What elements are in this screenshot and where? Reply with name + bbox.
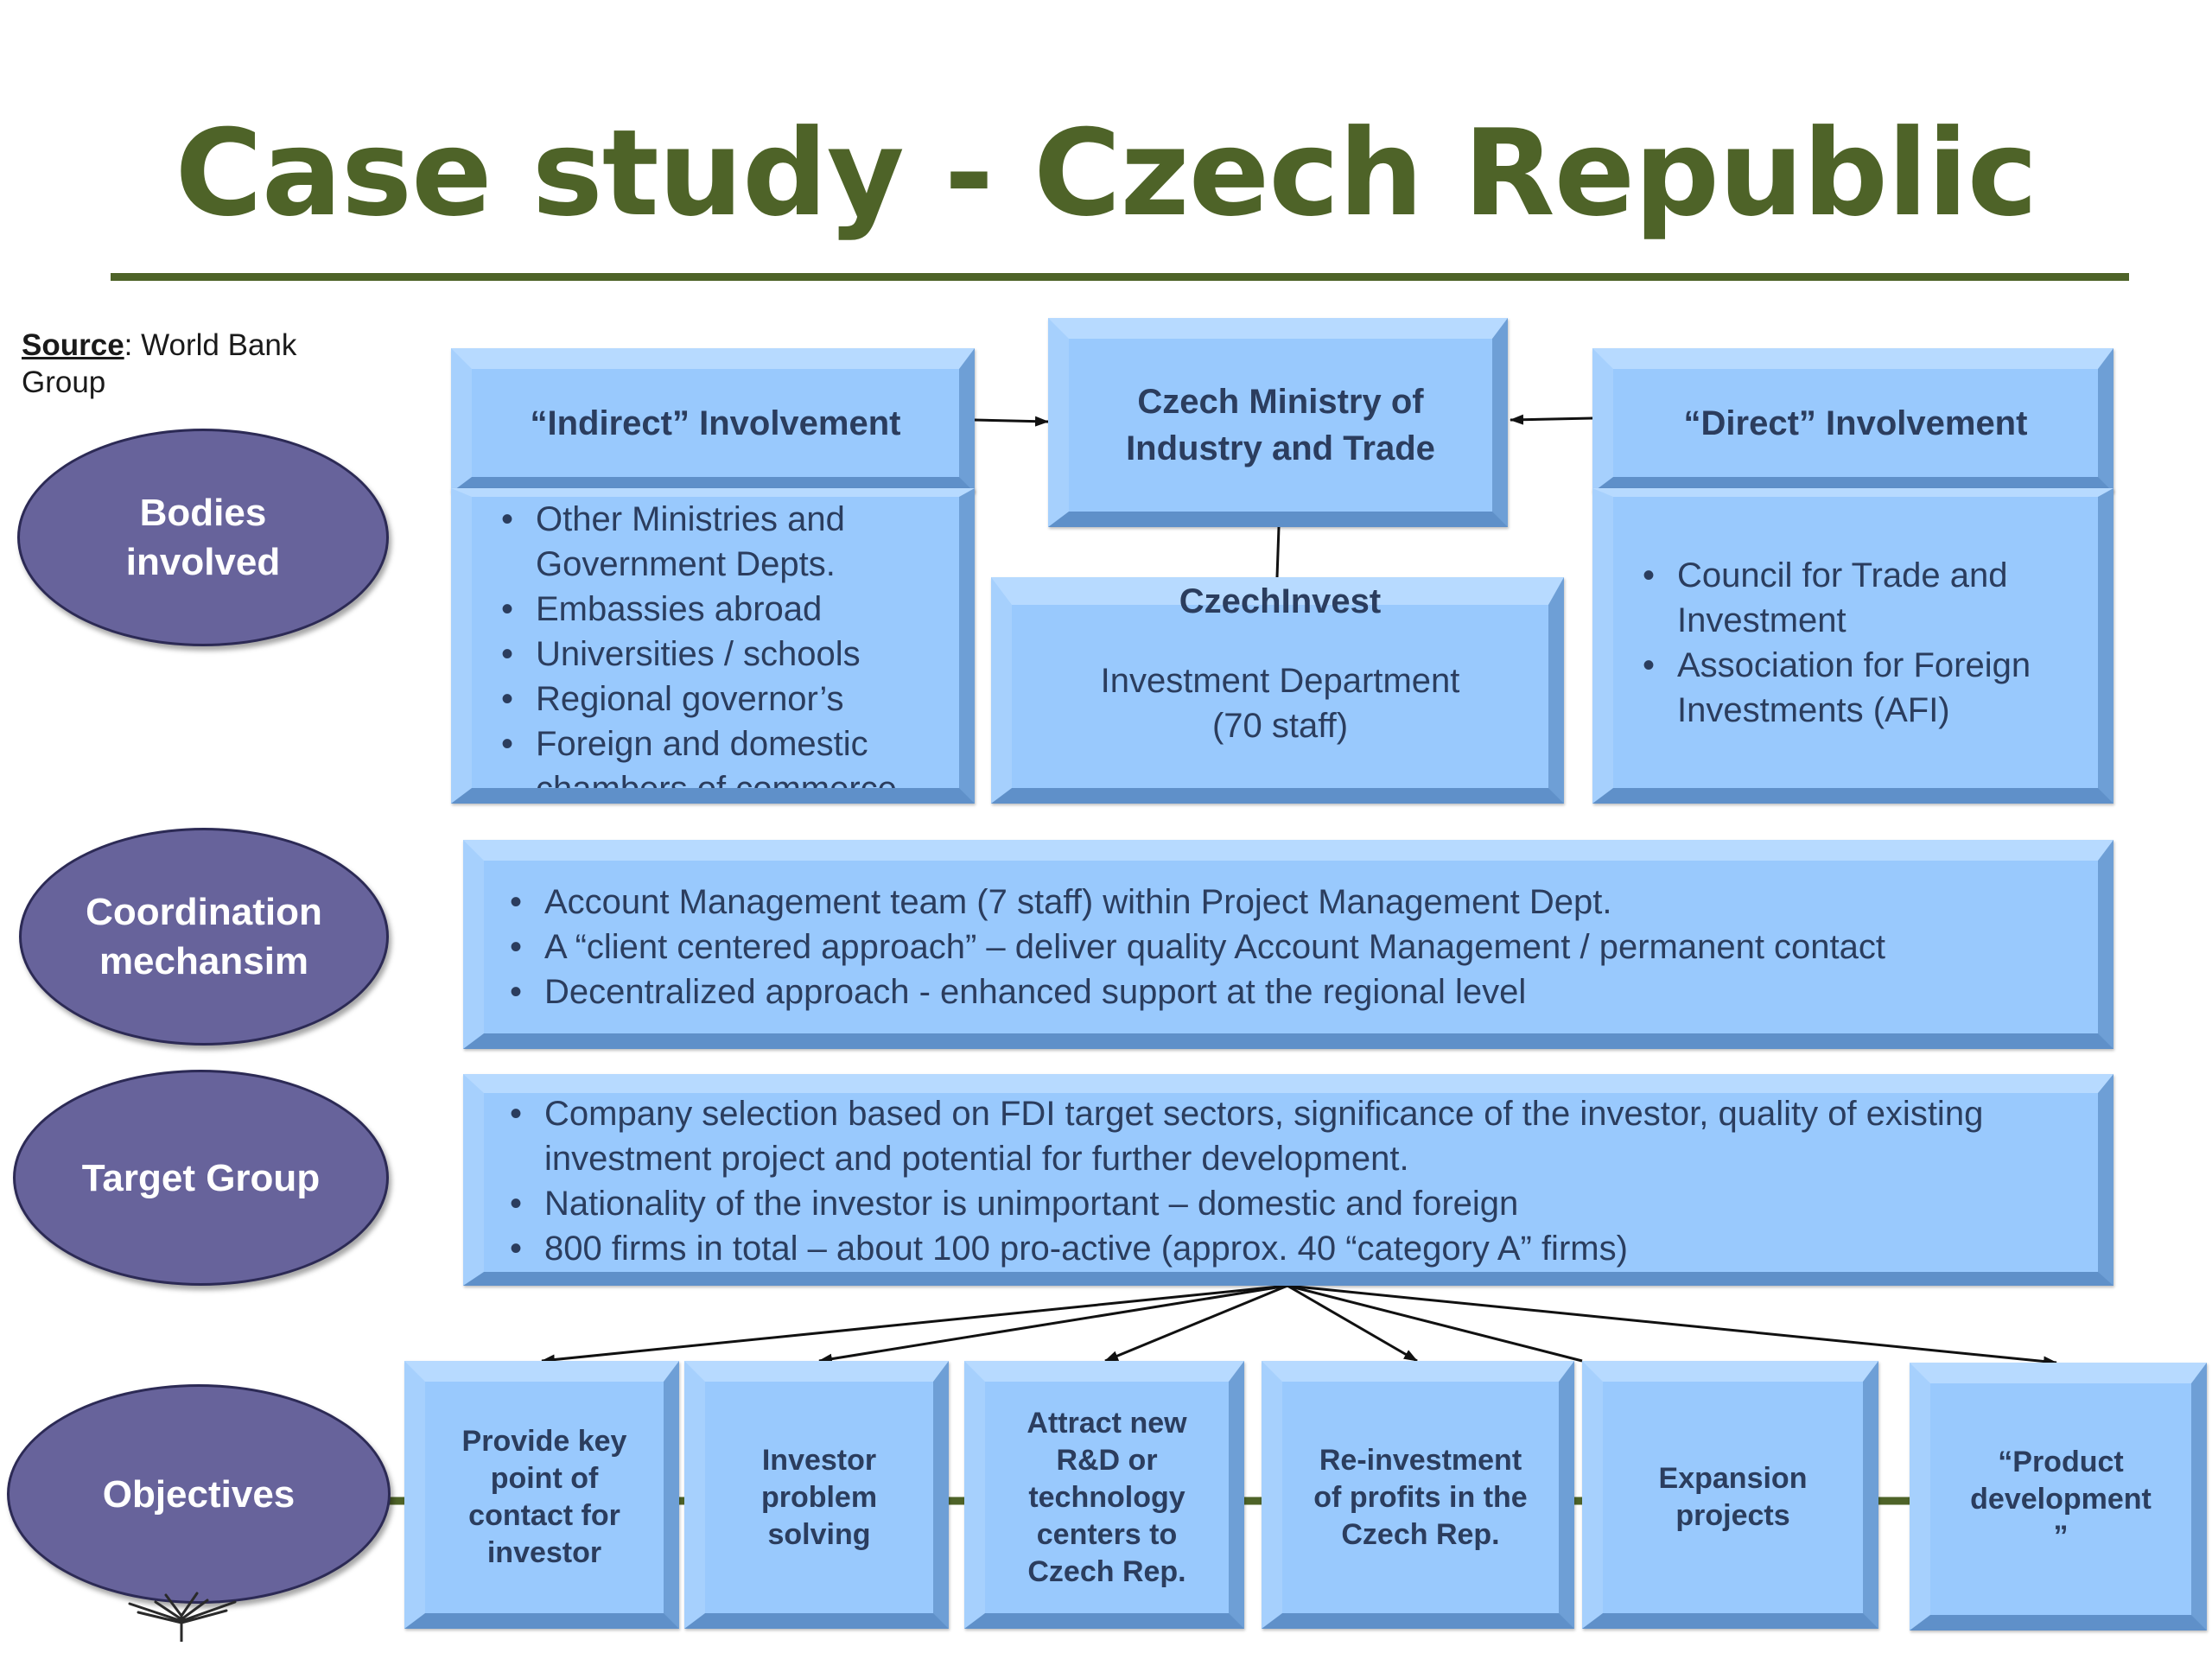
list-item: Company selection based on FDI target se… — [493, 1091, 2046, 1181]
list-item: Regional governor’s — [484, 677, 950, 721]
objective-label-1: Provide key point of contact for investo… — [461, 1425, 627, 1569]
list-item: Decentralized approach - enhanced suppor… — [493, 969, 1885, 1014]
objective-box-5: Expansion projects — [1582, 1361, 1878, 1629]
list-item: Council for Trade and Investment — [1625, 553, 2081, 643]
indirect-to-ministry-arrow — [974, 416, 1049, 427]
arrow-to-objective-2 — [818, 1284, 1288, 1364]
source-note: Source: World Bank Group — [22, 327, 350, 401]
arrow-to-objective-3 — [1104, 1284, 1288, 1363]
objective-label-3: Attract new R&D or technology centers to… — [1027, 1406, 1187, 1588]
direct-involvement-list-box: Council for Trade and Investment Associa… — [1592, 488, 2113, 804]
czech-ministry-box: Czech Ministry of Industry and Trade — [1048, 318, 1508, 527]
list-item: 800 firms in total – about 100 pro-activ… — [493, 1226, 2046, 1271]
arrow-to-objective-4 — [1287, 1284, 1418, 1363]
direct-involvement-list: Council for Trade and Investment Associa… — [1625, 553, 2081, 733]
indirect-involvement-list: Other Ministries and Government Depts. E… — [484, 497, 950, 788]
oval-coordination-label: Coordination mechansim — [86, 891, 322, 982]
indirect-involvement-header: “Indirect” Involvement — [451, 348, 975, 493]
oval-objectives-label: Objectives — [102, 1472, 296, 1516]
list-item: Association for Foreign Investments (AFI… — [1625, 643, 2081, 733]
objective-box-2: Investor problem solving — [684, 1361, 949, 1629]
arrow-to-objective-6 — [1287, 1284, 2057, 1367]
oval-bodies-involved-label: Bodies involved — [125, 492, 281, 583]
coordination-mechanism-box: Account Management team (7 staff) within… — [463, 840, 2113, 1049]
objective-label-4: Re-investment of profits in the Czech Re… — [1313, 1443, 1528, 1551]
direct-involvement-title: “Direct” Involvement — [1683, 404, 2028, 442]
oval-coordination-mechanism: Coordination mechansim — [19, 828, 389, 1046]
objective-label-6: “Product development ” — [1970, 1445, 2152, 1553]
objective-label-5: Expansion projects — [1658, 1462, 1808, 1532]
target-to-objectives-arrows — [541, 1284, 2057, 1367]
objective-label-2: Investor problem solving — [760, 1443, 878, 1551]
direct-to-ministry-arrow — [1510, 414, 1593, 425]
oval-objectives: Objectives — [7, 1384, 391, 1604]
indirect-involvement-title: “Indirect” Involvement — [530, 404, 901, 442]
list-item: A “client centered approach” – deliver q… — [493, 925, 1885, 969]
oval-bodies-involved: Bodies involved — [17, 429, 389, 646]
objective-box-3: Attract new R&D or technology centers to… — [964, 1361, 1244, 1629]
source-text: : World Bank Group — [22, 328, 297, 399]
objective-box-1: Provide key point of contact for investo… — [404, 1361, 679, 1629]
direct-involvement-header: “Direct” Involvement — [1592, 348, 2113, 493]
objective-box-6: “Product development ” — [1910, 1363, 2207, 1630]
source-label: Source — [22, 328, 124, 362]
page-title: Case study - Czech Republic — [175, 104, 2038, 243]
list-item: Account Management team (7 staff) within… — [493, 880, 1885, 925]
czechinvest-department: Investment Department — [1100, 662, 1460, 700]
list-item: Foreign and domestic chambers of commerc… — [484, 721, 950, 788]
coordination-list: Account Management team (7 staff) within… — [493, 880, 1885, 1014]
target-group-list: Company selection based on FDI target se… — [493, 1091, 2046, 1271]
tree-icon — [128, 1592, 237, 1642]
oval-target-group: Target Group — [13, 1070, 389, 1286]
title-underline — [111, 273, 2129, 281]
list-item: Universities / schools — [484, 632, 950, 677]
list-item: Other Ministries and Government Depts. — [484, 497, 950, 587]
list-item: Nationality of the investor is unimporta… — [493, 1181, 2046, 1226]
oval-target-group-label: Target Group — [81, 1156, 321, 1199]
objective-box-4: Re-investment of profits in the Czech Re… — [1262, 1361, 1574, 1629]
arrow-to-objective-5 — [1287, 1284, 1583, 1363]
arrow-to-objective-1 — [541, 1284, 1288, 1365]
ministry-to-czechinvest-line — [1275, 526, 1281, 578]
czechinvest-staff: (70 staff) — [1211, 707, 1349, 745]
czech-ministry-title: Czech Ministry of Industry and Trade — [1126, 383, 1435, 467]
list-item: Embassies abroad — [484, 587, 950, 632]
czechinvest-title: CzechInvest — [1179, 582, 1382, 620]
target-group-box: Company selection based on FDI target se… — [463, 1074, 2113, 1286]
czechinvest-box: CzechInvest Investment Department (70 st… — [991, 577, 1564, 804]
indirect-involvement-list-box: Other Ministries and Government Depts. E… — [451, 488, 975, 804]
